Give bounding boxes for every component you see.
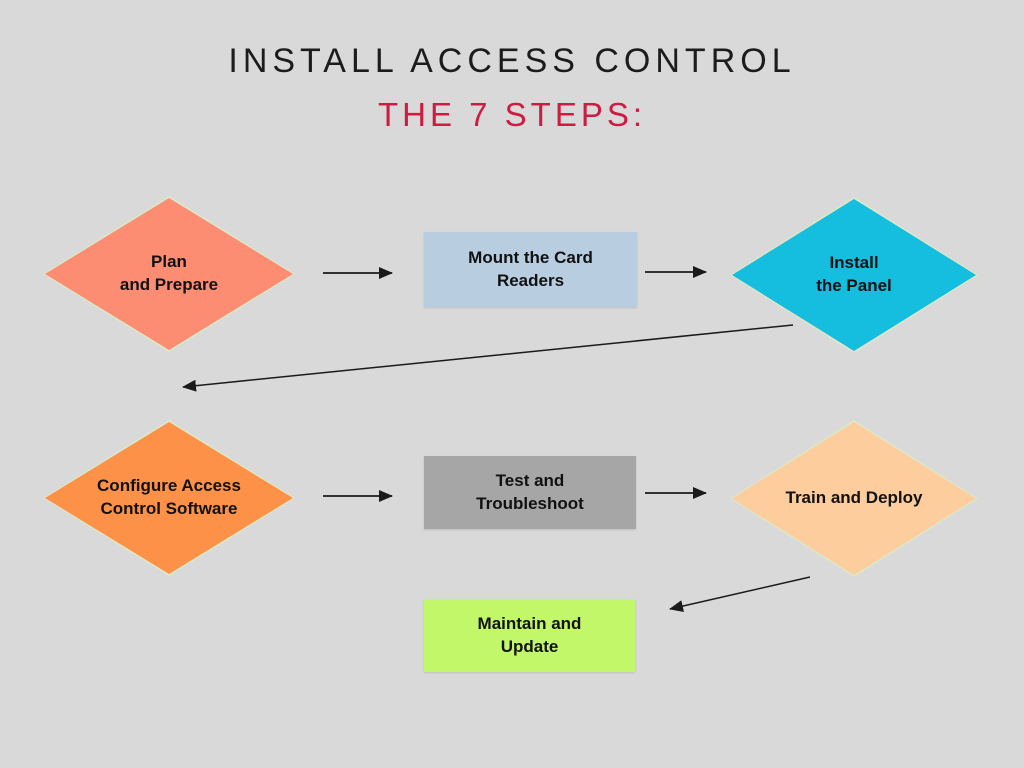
node-train-deploy-label: Train and Deploy: [785, 488, 923, 508]
node-maintain-update-label: Maintain and Update: [477, 613, 582, 656]
node-test-troubleshoot: Test and Troubleshoot: [424, 456, 636, 529]
node-configure-software-fill: Configure Access Control Software: [45, 422, 293, 574]
node-maintain-update: Maintain and Update: [424, 599, 635, 672]
node-configure-software: Configure Access Control Software: [43, 420, 295, 576]
node-plan-prepare-label: Plan and Prepare: [119, 252, 219, 294]
node-mount-card-readers: Mount the Card Readers: [424, 232, 637, 307]
node-configure-software-label: Configure Access Control Software: [97, 476, 241, 518]
node-mount-card-readers-label: Mount the Card Readers: [468, 247, 593, 290]
node-test-troubleshoot-label: Test and Troubleshoot: [476, 470, 584, 513]
arrow-train-to-maintain: [669, 576, 811, 612]
node-install-panel-label: Install the Panel: [816, 253, 892, 295]
node-install-panel-fill: Install the Panel: [732, 199, 976, 351]
arrow-panel-to-configure: [182, 324, 794, 392]
page-title: INSTALL ACCESS CONTROL: [228, 42, 796, 80]
node-train-deploy-fill: Train and Deploy: [732, 422, 976, 575]
node-install-panel: Install the Panel: [730, 197, 978, 353]
node-plan-prepare: Plan and Prepare: [43, 196, 295, 352]
page-subtitle: THE 7 STEPS:: [377, 96, 647, 133]
node-train-deploy: Train and Deploy: [730, 420, 978, 577]
node-plan-prepare-fill: Plan and Prepare: [45, 198, 293, 350]
